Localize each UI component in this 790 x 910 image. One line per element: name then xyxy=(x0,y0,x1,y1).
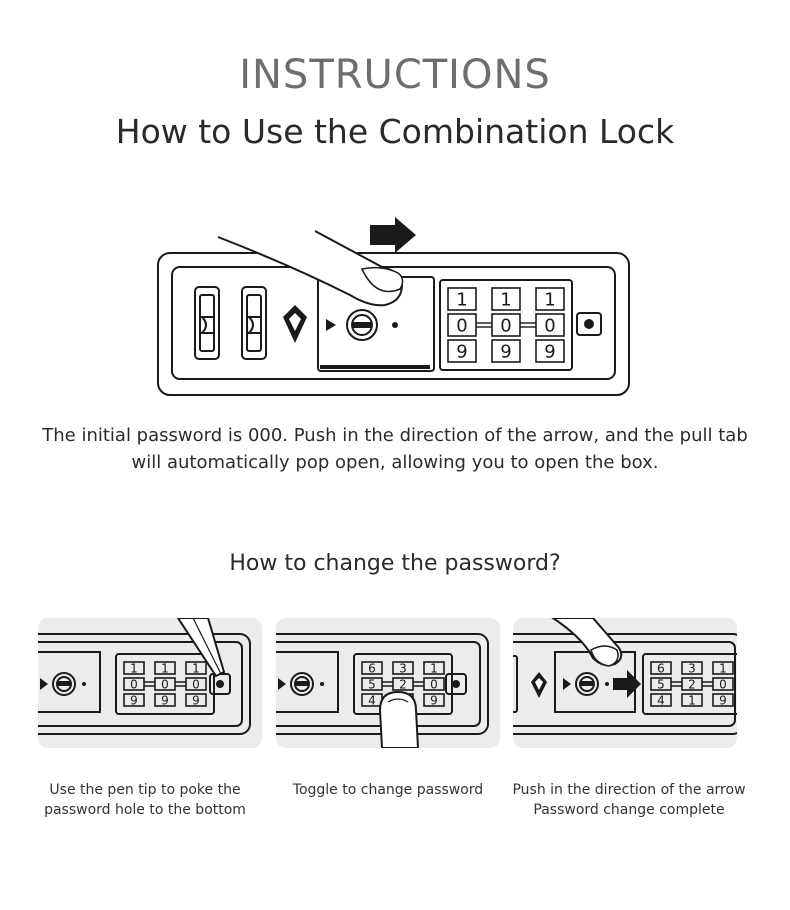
dial-digit-box xyxy=(535,313,565,337)
dial-digit-box xyxy=(392,677,414,691)
dial-digit: 9 xyxy=(161,693,169,707)
dial-digit-box xyxy=(650,661,672,675)
dial-digit-box xyxy=(491,313,521,337)
dial-digit-box xyxy=(712,661,734,675)
dial-digit-box xyxy=(681,693,703,707)
main-lock-illustration: 1 0 9 1 0 9 1 0 9 xyxy=(150,205,640,405)
dial-digit-box xyxy=(535,339,565,363)
dial-digit: 1 xyxy=(130,661,138,675)
dial-digit: 4 xyxy=(657,693,665,707)
caption-line: Push in the direction of the arrow Passw… xyxy=(512,782,746,818)
dial-digit-box xyxy=(361,677,383,691)
dial-digit: 9 xyxy=(192,693,200,707)
dial-digit-box xyxy=(447,313,477,337)
dial-digit: 9 xyxy=(719,693,727,707)
step-3-panel: 6 5 4 3 2 1 1 0 9 xyxy=(513,618,737,748)
dial-digit: 1 xyxy=(688,693,696,707)
step-1-caption: Use the pen tip to poke the password hol… xyxy=(20,780,270,820)
dial-digit-box xyxy=(681,661,703,675)
dial-window xyxy=(642,653,737,715)
dial-digit-box xyxy=(154,677,176,691)
dial-digit: 6 xyxy=(368,661,376,675)
dial-digit: 0 xyxy=(456,315,467,336)
step-3-caption: Push in the direction of the arrow Passw… xyxy=(503,780,755,820)
reset-hole-icon xyxy=(584,319,594,329)
dial-window xyxy=(439,279,573,371)
dial-digit-box xyxy=(423,661,445,675)
dial-digit-box xyxy=(185,677,207,691)
dial-digit: 9 xyxy=(430,693,438,707)
caption-line: Toggle to change password xyxy=(292,782,484,798)
push-arrow-icon xyxy=(370,217,416,253)
dial-digit-box xyxy=(123,677,145,691)
dial-digit-box xyxy=(712,677,734,691)
dial-window xyxy=(115,653,215,715)
dial-digit-box xyxy=(423,693,445,707)
finger-icon xyxy=(378,690,420,748)
dial-digit-box xyxy=(185,693,207,707)
page-title: INSTRUCTIONS xyxy=(239,52,551,98)
dial-digit-box xyxy=(361,661,383,675)
dial-digit-box xyxy=(681,677,703,691)
dial-digit-box xyxy=(154,661,176,675)
dial-digit-box xyxy=(123,661,145,675)
dial-digit-box xyxy=(535,287,565,311)
dial-digit: 0 xyxy=(430,677,438,691)
dial-digit-box xyxy=(447,287,477,311)
dial-digit: 1 xyxy=(500,289,511,310)
dial-digit: 9 xyxy=(544,341,555,362)
dial-digit: 0 xyxy=(130,677,138,691)
pen-tip-icon xyxy=(176,618,226,678)
push-arrow-icon xyxy=(613,670,641,698)
keyhole-icon xyxy=(346,309,378,341)
dial-digit: 0 xyxy=(161,677,169,691)
main-instructions-text: The initial password is 000. Push in the… xyxy=(42,425,748,473)
reset-hole-icon xyxy=(216,680,224,688)
dial-digit: 0 xyxy=(544,315,555,336)
dial-digit: 2 xyxy=(399,677,407,691)
dial-digit: 3 xyxy=(688,661,696,675)
dial-digit: 6 xyxy=(657,661,665,675)
dial-digit-box xyxy=(712,693,734,707)
dial-digit: 9 xyxy=(456,341,467,362)
dial-digit-box xyxy=(447,339,477,363)
dial-digit-box xyxy=(650,677,672,691)
dial-digit: 0 xyxy=(719,677,727,691)
dial-digit: 1 xyxy=(430,661,438,675)
page-subtitle: How to Use the Combination Lock xyxy=(115,112,675,151)
dial-digit-box xyxy=(185,661,207,675)
dial-digit-box xyxy=(154,693,176,707)
step-1-panel: 1 0 9 1 0 9 1 0 9 xyxy=(38,618,262,748)
dial-digit: 0 xyxy=(192,677,200,691)
dial-digit: 9 xyxy=(500,341,511,362)
dial-digit: 1 xyxy=(456,289,467,310)
dial-digit: 9 xyxy=(130,693,138,707)
step-2-caption: Toggle to change password xyxy=(263,780,513,800)
dial-digit: 5 xyxy=(657,677,665,691)
caption-line: Use the pen tip to poke the password hol… xyxy=(44,782,246,818)
dial-digit: 3 xyxy=(399,661,407,675)
dial-digit: 2 xyxy=(688,677,696,691)
dial-digit-box xyxy=(123,693,145,707)
dial-digit: 4 xyxy=(368,693,376,707)
dial-digit: 1 xyxy=(192,661,200,675)
dial-digit: 0 xyxy=(500,315,511,336)
dial-digit-box xyxy=(423,677,445,691)
dial-digit-box xyxy=(392,661,414,675)
change-password-heading: How to change the password? xyxy=(229,551,561,576)
dial-digit: 1 xyxy=(719,661,727,675)
dial-digit-box xyxy=(491,287,521,311)
dial-digit-box xyxy=(650,693,672,707)
dial-digit-box xyxy=(491,339,521,363)
dial-digit: 1 xyxy=(161,661,169,675)
dial-digit: 5 xyxy=(368,677,376,691)
dial-digit: 1 xyxy=(544,289,555,310)
